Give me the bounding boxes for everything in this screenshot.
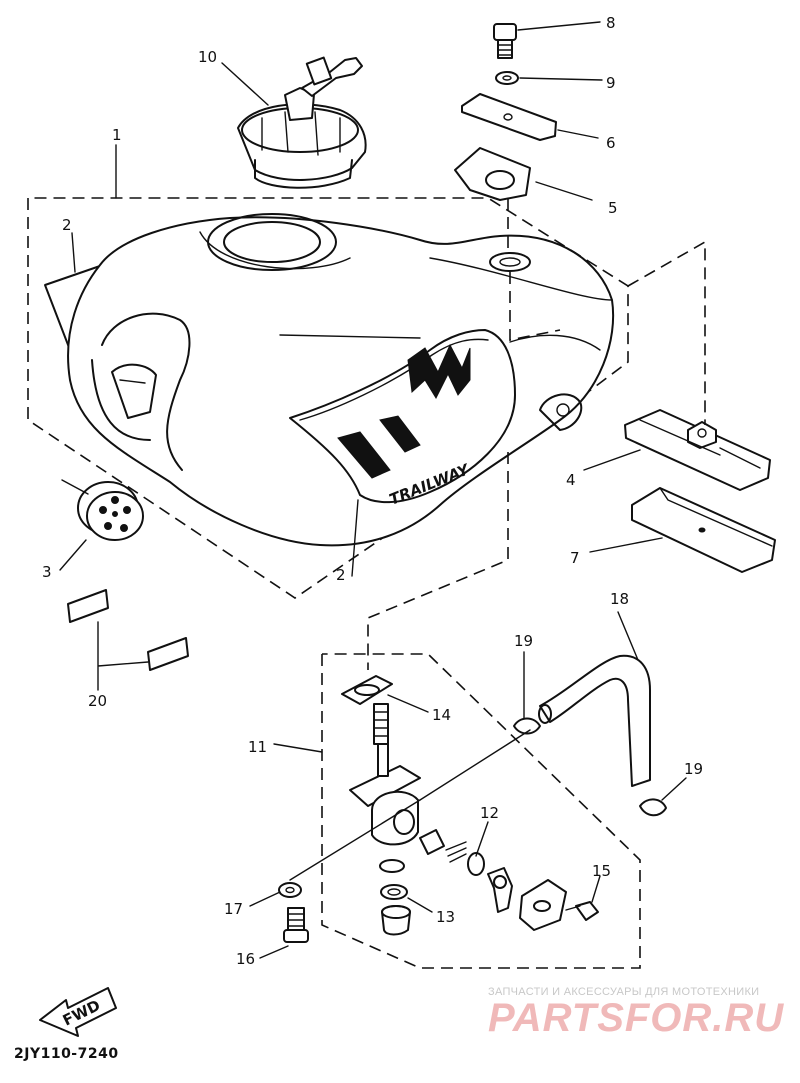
- callout-12: 12: [480, 804, 499, 822]
- callout-11: 11: [248, 738, 267, 756]
- washer-upper: [379, 859, 405, 873]
- clip-19-upper: [513, 717, 541, 735]
- fuel-hose-18: [538, 654, 651, 787]
- washer-9: [495, 71, 519, 85]
- screw-set: [419, 829, 485, 876]
- cover-plate: [519, 879, 567, 931]
- gasket-14: [341, 675, 393, 705]
- clip-19-lower: [639, 798, 667, 817]
- callout-13: 13: [436, 908, 455, 926]
- watermark-brand: PARTSFOR.RU: [488, 996, 785, 1040]
- callout-18: 18: [610, 590, 629, 608]
- callout-8: 8: [606, 14, 616, 32]
- damper-3: [77, 481, 144, 541]
- lever: [487, 867, 513, 913]
- fuel-cap: [237, 56, 367, 189]
- callout-19-upper: 19: [514, 632, 533, 650]
- callout-7: 7: [570, 549, 580, 567]
- gasket-13: [380, 884, 408, 900]
- callout-9: 9: [606, 74, 616, 92]
- stay-4: [624, 409, 771, 491]
- callout-15: 15: [592, 862, 611, 880]
- callout-2-upper: 2: [62, 216, 72, 234]
- reference-code: 2JY110-7240: [14, 1046, 119, 1062]
- bracket-6: [461, 93, 557, 141]
- fuel-tank: TRAILWAY: [44, 213, 615, 547]
- callout-6: 6: [606, 134, 616, 152]
- tank-grommet: [489, 252, 531, 272]
- callout-16: 16: [236, 950, 255, 968]
- pad-7: [631, 487, 776, 573]
- pads-20: [67, 589, 189, 671]
- leader-lines: [59, 21, 687, 959]
- callout-5: 5: [608, 199, 618, 217]
- screw-15: [565, 901, 599, 921]
- callout-3: 3: [42, 563, 52, 581]
- callout-19-lower: 19: [684, 760, 703, 778]
- callout-2-lower: 2: [336, 566, 346, 584]
- bolt-16: [283, 907, 309, 943]
- fuel-cock-11: [349, 703, 421, 846]
- callout-10: 10: [198, 48, 217, 66]
- callout-20: 20: [88, 692, 107, 710]
- callout-1: 1: [112, 126, 122, 144]
- callout-4: 4: [566, 471, 576, 489]
- bolt-8: [493, 23, 517, 59]
- callout-17: 17: [224, 900, 243, 918]
- washer-17: [278, 882, 302, 898]
- forward-arrow: FWD: [39, 987, 117, 1037]
- watermark-caption: ЗАПЧАСТИ И АКСЕССУАРЫ ДЛЯ МОТОТЕХНИКИ: [488, 986, 760, 998]
- damper-5: [454, 147, 531, 201]
- petcock-assembly-outline: [321, 653, 641, 969]
- cup-13: [381, 905, 411, 936]
- callout-labels: 1 2 2 3 4 5 6 7 8 9 10 11 12 13 14 15 16…: [42, 14, 703, 968]
- callout-14: 14: [432, 706, 451, 724]
